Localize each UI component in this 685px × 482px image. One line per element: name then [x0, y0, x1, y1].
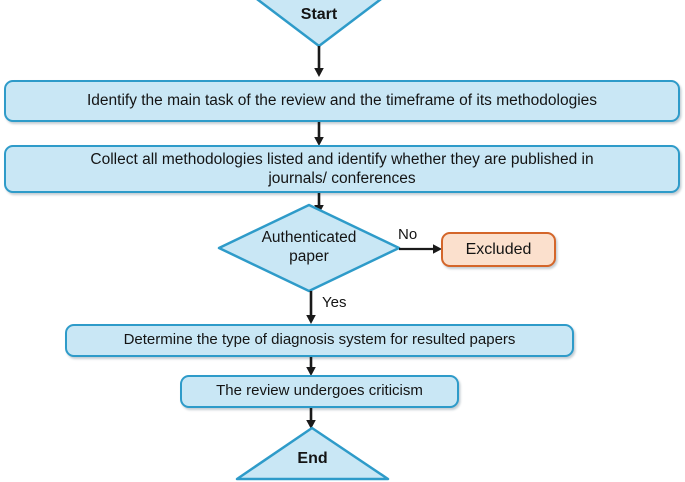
node-excluded[interactable]: Excluded — [441, 232, 556, 267]
node-end-label: End — [297, 450, 328, 467]
node-step-collect-line1: Collect all methodologies listed and ide… — [90, 150, 594, 168]
triangle-up-shape — [235, 426, 390, 481]
node-excluded-label: Excluded — [465, 240, 532, 258]
node-start-label: Start — [300, 6, 338, 23]
diamond-shape — [217, 203, 401, 293]
node-end[interactable]: End — [235, 426, 390, 482]
node-step-identify-task-label: Identify the main task of the review and… — [86, 92, 598, 110]
node-decision-line1: Authenticated — [261, 229, 357, 247]
connector-step1-to-step2 — [310, 122, 328, 147]
node-step-determine-label: Determine the type of diagnosis system f… — [123, 331, 516, 349]
node-step-identify-task[interactable]: Identify the main task of the review and… — [4, 80, 680, 122]
triangle-down-shape — [256, 0, 382, 48]
connector-step4-to-end — [302, 408, 320, 430]
edge-label-yes: Yes — [322, 294, 347, 311]
connector-decision-to-excluded — [399, 240, 443, 258]
node-step-determine-diagnosis-system[interactable]: Determine the type of diagnosis system f… — [65, 324, 574, 357]
connector-step3-to-step4 — [302, 357, 320, 377]
node-decision-line2: paper — [289, 248, 329, 265]
node-step-collect-methodologies[interactable]: Collect all methodologies listed and ide… — [4, 145, 680, 193]
node-decision-label: Authenticated paper — [234, 229, 384, 267]
connector-decision-to-step3 — [302, 291, 320, 325]
connector-start-to-step1 — [310, 46, 328, 78]
node-step-collect-line2: journals/ conferences — [268, 170, 416, 187]
node-decision-authenticated-paper[interactable]: Authenticated paper — [217, 203, 401, 293]
node-step-review-criticism[interactable]: The review undergoes criticism — [180, 375, 459, 408]
node-start[interactable]: Start — [243, 0, 395, 48]
edge-label-no: No — [398, 226, 418, 243]
node-step-review-criticism-label: The review undergoes criticism — [216, 382, 423, 400]
